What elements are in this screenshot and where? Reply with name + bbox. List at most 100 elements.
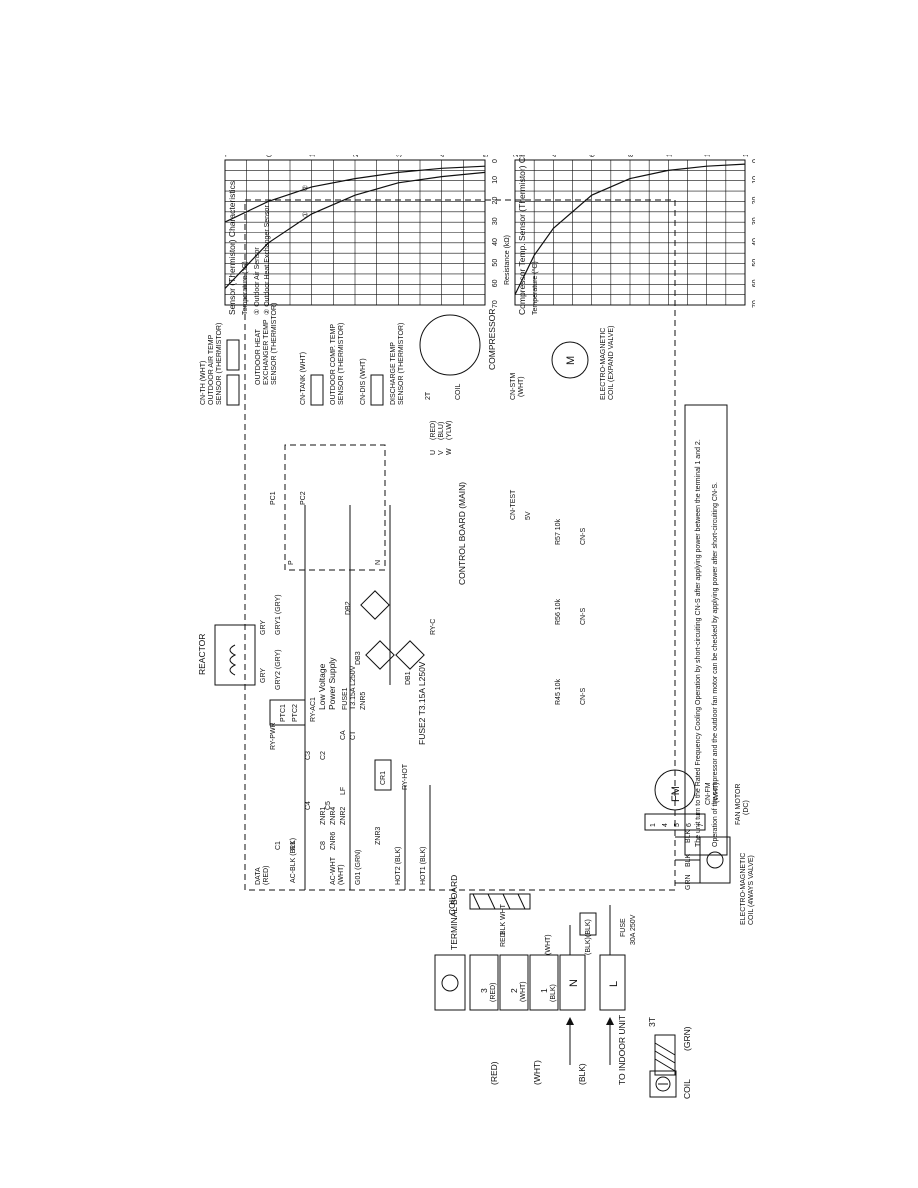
db1-label: DB1 [405,671,412,685]
x-tick-label: 30 [396,155,403,157]
x-tick-label: 0 [266,155,273,157]
series-line [224,165,486,223]
note-1: The unit turn to the Rated Frequency Coo… [695,439,702,847]
expand-valve-label: ELECTRO-MAGNETIC [600,328,607,400]
znr5-label: ZNR5 [360,692,367,710]
terminal-v: V [438,450,445,455]
y-tick-label: 10 [492,176,499,184]
wire-red-label: RED [500,932,507,947]
fm-pin-1: 1 [650,823,657,827]
ac-wht-color: (WHT) [338,864,345,885]
y-tick-label: 40 [492,238,499,246]
cn-fm-color: (WHT) [713,782,720,803]
expand-valve-label-2: COIL (EXPAND VALVE) [608,326,615,400]
x-tick-label: 10 [310,155,317,157]
ry-ac1-label: RY-AC1 [310,697,317,722]
power-supply-label: Power Supply [327,657,337,710]
ry-pwr-label: RY-PWR [270,722,277,750]
t3-label: 3T [647,1017,657,1027]
terminal-2: 2 [509,988,519,993]
cn-test-label: CN-TEST [510,489,517,520]
pc2-label: PC2 [300,491,307,505]
fm-label: FM [670,786,682,802]
cn-fm-connector [644,813,706,831]
resistor-2: R56 10k [555,598,562,625]
db2-label: DB2 [345,601,352,615]
c3-label: C3 [305,751,312,760]
c5-label: C5 [325,801,332,810]
low-voltage-label: Low Voltage [317,663,327,710]
test-section: CN-TEST 5V CN-S CN-S CN-S R45 10k R56 10… [510,404,728,856]
lf-label: LF [340,787,347,795]
valve-label-2: COIL (4WAYS VALVE) [748,855,755,925]
terminal-1-color: (BLK) [550,984,557,1002]
comp-temp-label: OUTDOOR COMP. TEMP [330,324,337,405]
wire-red-top: (RED) [489,1061,499,1085]
y-tick-label: 40 [752,238,755,246]
control-board-label: CONTROL BOARD (MAIN) [457,482,467,585]
switch-1: CN-S [580,688,587,705]
gry1-label: GRY1 (GRY) [275,594,282,635]
data-label: DATA [255,867,262,885]
x-tick-label: 60 [590,155,597,157]
y-tick-label: 60 [752,279,755,287]
data-color: (RED) [263,866,270,885]
fm-pin-6: 6 [686,823,693,827]
reactor-section: REACTOR GRY GRY GRY2 (GRY) GRY1 (GRY) Lo… [197,444,467,710]
terminal-n: N [568,979,580,987]
hot2-label: HOT2 (BLK) [395,846,402,885]
terminal-1: 1 [539,988,549,993]
wire-wht-label: WHT [500,903,507,920]
fuse-rating: 30A 250V [630,914,637,945]
cn-stm-color: (WHT) [518,376,525,397]
series-label: ① [302,212,310,218]
wire-wht: (WHT) [545,934,552,955]
ry-hot-label: RY-HOT [402,763,409,790]
x-tick-label: 20 [513,155,520,157]
discharge-label: DISCHARGE TEMP [390,342,397,405]
fan-valve-section: GRN BLK BLK ELECTRO-MAGNETIC COIL (4WAYS… [644,769,755,925]
znr6-label: ZNR6 [330,832,337,850]
notes-box [684,404,728,856]
y-tick-label: 30 [492,217,499,225]
hot1-label: HOT1 (BLK) [420,846,427,885]
ipm-outline [284,444,386,571]
temp-axis-label: Temperature (°C) [241,261,249,315]
fuse1-rating: T3.15A L250V [350,665,357,710]
fm-pin-7: 7 [698,823,705,827]
wire-w-color: (YLW) [446,421,453,440]
terminal-w: W [446,448,453,455]
ptc2-label: PTC2 [292,704,299,722]
x-tick-label: 20 [353,155,360,157]
terminal-board-label: TERMINAL BOARD [449,875,459,950]
cn-dis-label: CN-DIS (WHT) [360,358,367,405]
c1-label: C1 [275,841,282,850]
fuse2-label: FUSE2 T3.15A L250V [417,661,427,745]
cn-fm-label: CN-FM [705,782,712,805]
expand-valve-motor [551,341,589,379]
fuse-symbol [579,912,597,936]
c2-label: C2 [320,751,327,760]
gry-left: GRY [260,668,267,683]
fm-pin-5: 5 [674,823,681,827]
board-grn: GRN [685,874,692,890]
resistor-1: R45 10k [555,678,562,705]
comp-temp-thermistor: SENSOR (THERMISTOR) [338,323,345,405]
wire-blk-1: (BLK) [585,937,592,955]
terminal-2-color: (WHT) [520,981,527,1002]
wire-blk-top: (BLK) [577,1063,587,1085]
board-blk2: BLK [685,829,692,843]
wire-wht-top: (WHT) [532,1060,542,1085]
fuse-label: FUSE [620,918,627,937]
c8-label: C8 [320,841,327,850]
g01-label: G01 (GRN) [355,850,362,885]
outdoor-hx-label: OUTDOOR HEAT [255,328,262,385]
db3-label: DB3 [355,651,362,665]
c4-label: C4 [305,801,312,810]
resistor-3: R57 10k [555,518,562,545]
ry-c-label: RY-C [430,619,437,635]
y-tick-label: 70 [492,300,499,308]
znr4-label: ZNR4 [330,807,337,825]
temp-axis-label: Temperature (°C) [531,261,539,315]
